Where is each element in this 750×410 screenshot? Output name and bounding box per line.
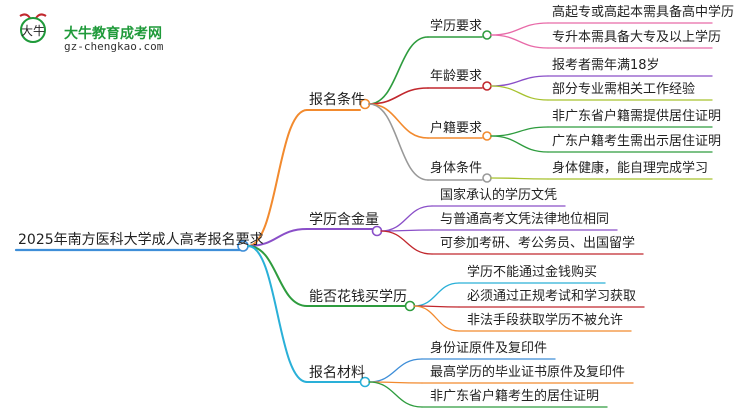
leaf-label-2-1: 广东户籍考生需出示居住证明 <box>552 134 722 149</box>
leaf-link-2-1 <box>490 135 549 153</box>
group-node-circle-2[interactable] <box>482 131 492 141</box>
group-label-0: 学历要求 <box>430 19 483 34</box>
branch-link-1 <box>247 228 308 247</box>
leaf-label-b2-0: 学历不能通过金钱购买 <box>467 265 598 280</box>
leaf-link-b1-2 <box>380 230 433 255</box>
leaf-link-b2-0 <box>413 282 460 307</box>
root-node-label: 2025年南方医科大学成人高考报名要求 <box>18 232 264 248</box>
leaf-label-b2-1: 必须通过正规考试和学习获取 <box>467 289 637 304</box>
leaf-label-b3-1: 最高学历的毕业证书原件及复印件 <box>430 365 626 380</box>
branch-label-1: 学历含金量 <box>309 212 379 228</box>
site-logo[interactable]: 大牛 大牛教育成考网 gz-chengkao.com <box>16 10 176 53</box>
leaf-label-b2-2: 非法手段获取学历不被允许 <box>467 313 624 328</box>
leaf-label-b1-1: 与普通高考文凭法律地位相同 <box>440 212 610 227</box>
leaf-label-b3-2: 非广东省户籍考生的居住证明 <box>430 389 600 404</box>
bull-logo-icon: 大牛 <box>19 13 47 43</box>
leaf-label-2-0: 非广东省户籍需提供居住证明 <box>552 109 722 124</box>
leaf-link-3-0 <box>490 177 549 180</box>
branch-link-2 <box>247 245 308 307</box>
logo-mark-text: 大牛 <box>21 23 45 38</box>
leaf-link-b3-0 <box>368 358 423 383</box>
leaf-label-0-1: 专升本需具备大专及以上学历 <box>552 30 722 45</box>
group-label-1: 年龄要求 <box>430 69 483 84</box>
branch-label-2: 能否花钱买学历 <box>309 289 407 305</box>
branch-label-3: 报名材料 <box>309 365 365 381</box>
leaf-link-0-1 <box>490 34 549 49</box>
leaf-link-b1-0 <box>380 205 433 232</box>
leaf-link-b3-2 <box>368 381 423 408</box>
group-label-2: 户籍要求 <box>430 121 483 136</box>
leaf-label-1-0: 报考者需年满18岁 <box>552 58 660 73</box>
branch-label-0: 报名条件 <box>309 92 365 108</box>
group-link-1 <box>368 87 429 105</box>
group-label-3: 身体条件 <box>430 161 483 176</box>
group-node-circle-3[interactable] <box>482 173 492 183</box>
logo-name: 大牛教育成考网 <box>64 26 162 42</box>
group-node-circle-1[interactable] <box>482 81 492 91</box>
group-link-2 <box>368 103 429 139</box>
branch-link-3 <box>247 245 308 383</box>
leaf-link-b2-2 <box>413 305 460 332</box>
leaf-link-2-0 <box>490 126 549 137</box>
leaf-label-b1-0: 国家承认的学历文凭 <box>440 188 558 203</box>
branch-link-0 <box>247 109 308 247</box>
leaf-link-1-0 <box>490 75 549 87</box>
group-link-0 <box>368 36 429 105</box>
leaf-link-1-1 <box>490 85 549 101</box>
leaf-label-b1-2: 可参加考研、考公务员、出国留学 <box>440 236 636 251</box>
leaf-label-3-0: 身体健康，能自理完成学习 <box>552 161 709 176</box>
logo-url: gz-chengkao.com <box>64 40 164 53</box>
leaf-label-b3-0: 身份证原件及复印件 <box>430 341 548 356</box>
leaf-link-0-0 <box>490 22 549 36</box>
leaf-label-0-0: 高起专或高起本需具备高中学历 <box>552 5 735 20</box>
group-node-circle-0[interactable] <box>482 30 492 40</box>
leaf-label-1-1: 部分专业需相关工作经验 <box>552 82 696 97</box>
group-link-3 <box>368 103 429 181</box>
